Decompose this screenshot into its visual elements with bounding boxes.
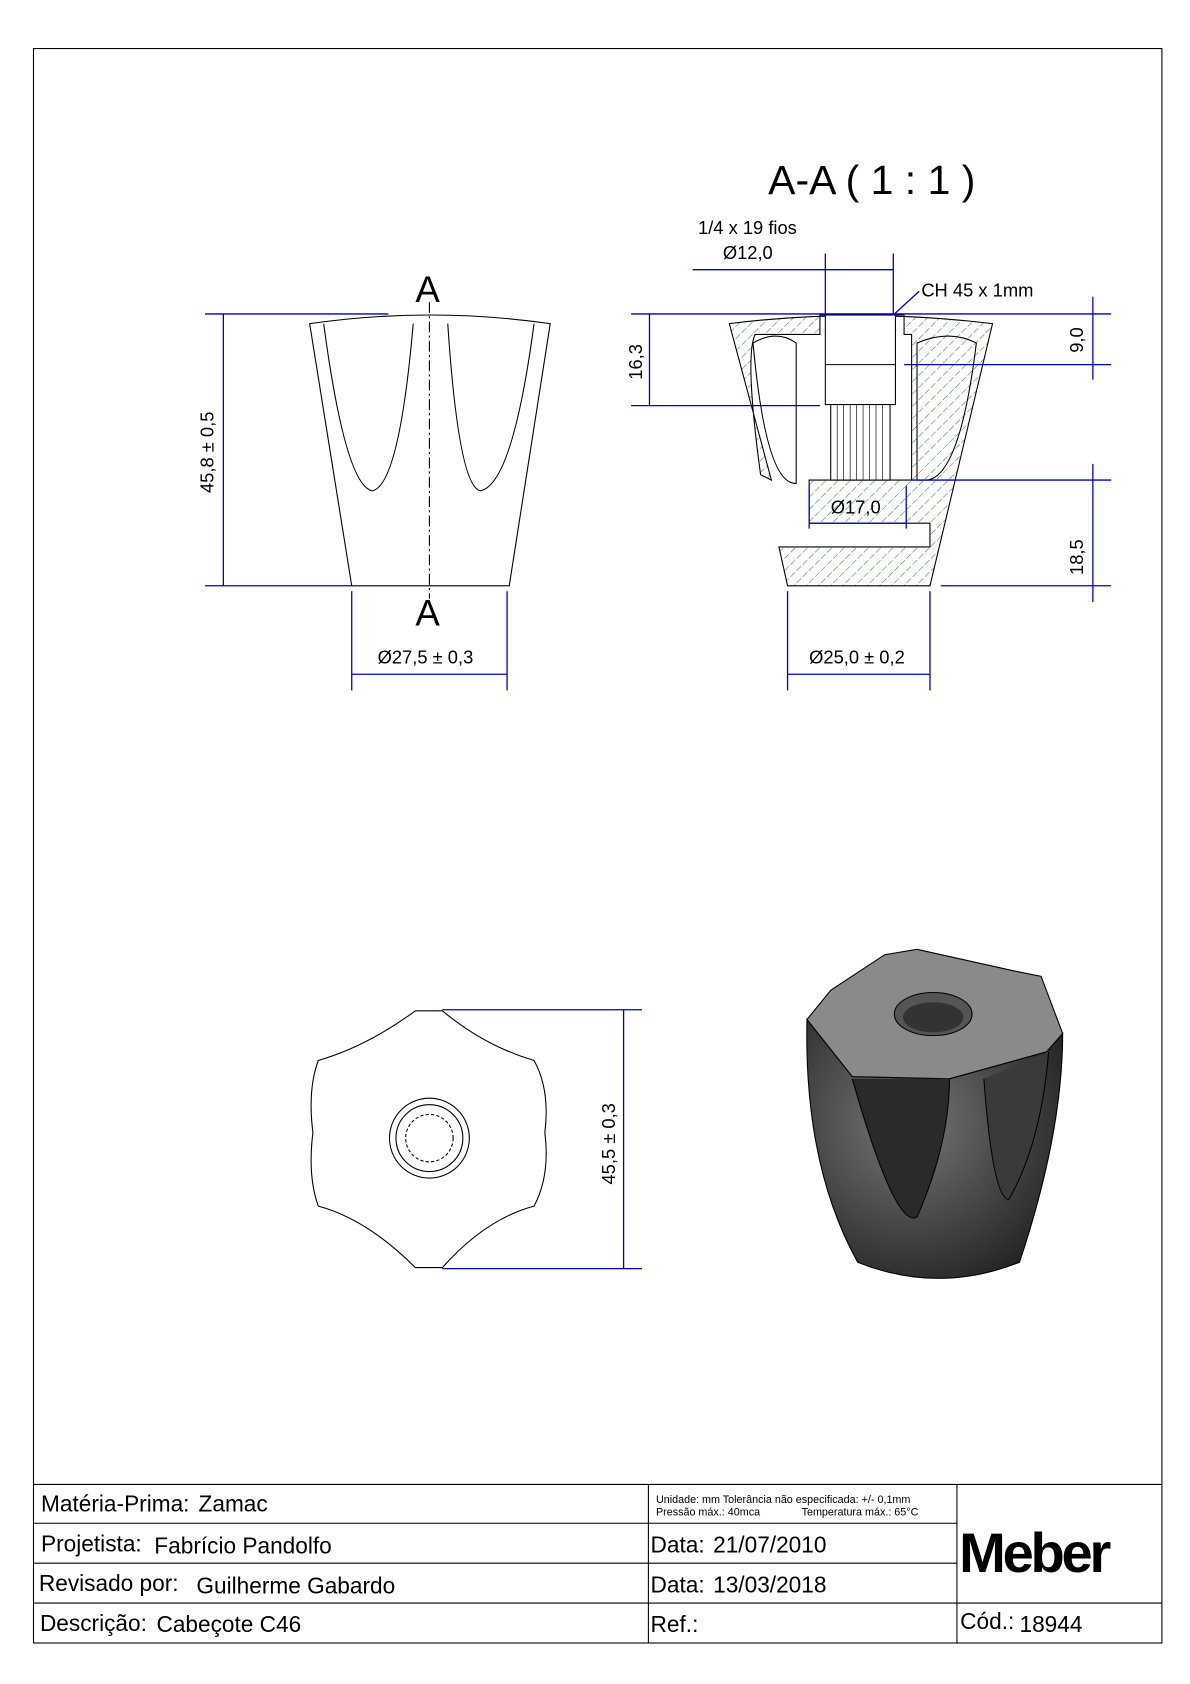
section-view: A-A ( 1 : 1 ) 1/4 x 19 fios Ø12,0 CH 45 … <box>625 157 1112 691</box>
dim-top-width: 45,5 ± 0,3 <box>598 1103 619 1184</box>
drawing-border <box>32 48 1163 1644</box>
notes-line1: Unidade: mm Tolerância não especificada:… <box>656 1494 910 1506</box>
notes-temperature: Temperatura máx.: 65°C <box>802 1507 919 1519</box>
dim-chamfer: CH 45 x 1mm <box>921 280 1033 301</box>
section-mark-top: A <box>415 269 440 310</box>
dim-inner-dia: Ø17,0 <box>831 497 881 518</box>
data2-label: Data: <box>651 1571 705 1597</box>
iso-render <box>806 948 1064 1279</box>
dim-base-section: Ø25,0 ± 0,2 <box>809 646 905 667</box>
section-title: A-A ( 1 : 1 ) <box>768 157 975 203</box>
revisado-value: Guilherme Gabardo <box>196 1572 395 1598</box>
descricao-value: Cabeçote C46 <box>156 1611 301 1637</box>
data2-value: 13/03/2018 <box>713 1571 826 1597</box>
dim-thread-dia: Ø12,0 <box>723 242 773 263</box>
cod-label: Cód.: <box>960 1608 1014 1634</box>
dim-base-front: Ø27,5 ± 0,3 <box>378 646 474 667</box>
data1-value: 21/07/2010 <box>713 1531 826 1557</box>
dim-depth-16-3: 16,3 <box>625 344 646 380</box>
data1-label: Data: <box>651 1531 705 1557</box>
notes-pressure: Pressão máx.: 40mca <box>656 1507 760 1519</box>
dim-thread: 1/4 x 19 fios <box>698 217 797 238</box>
meber-logo: Meber <box>959 1521 1110 1584</box>
title-block: Matéria-Prima: Zamac Unidade: mm Tolerân… <box>33 1483 1162 1644</box>
dim-depth-18-5: 18,5 <box>1066 539 1087 575</box>
section-mark-bottom: A <box>415 593 440 634</box>
dim-height-front: 45,8 ± 0,5 <box>197 412 218 493</box>
dim-depth-9-0: 9,0 <box>1066 327 1087 352</box>
ref-label: Ref.: <box>651 1611 699 1637</box>
front-view: A A 45,8 ± 0,5 Ø27,5 ± 0,3 <box>197 269 551 691</box>
materia-label: Matéria-Prima: <box>41 1490 189 1516</box>
projetista-value: Fabrício Pandolfo <box>154 1532 331 1558</box>
top-view: 45,5 ± 0,3 <box>310 1009 642 1270</box>
revisado-label: Revisado por: <box>39 1570 179 1596</box>
materia-value: Zamac <box>199 1490 268 1516</box>
cod-value: 18944 <box>1020 1611 1083 1637</box>
projetista-label: Projetista: <box>41 1530 142 1556</box>
descricao-label: Descrição: <box>40 1610 147 1636</box>
